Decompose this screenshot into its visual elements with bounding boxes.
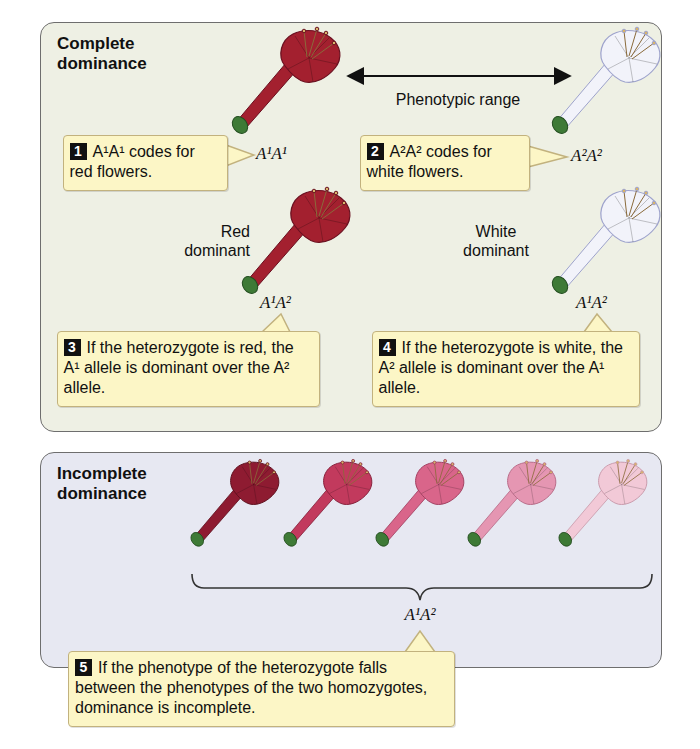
callout-text: If the heterozygote is red, the A¹ allel…	[64, 338, 311, 398]
callout-box: 5If the phenotype of the heterozygote fa…	[68, 651, 455, 727]
genotype-label: A²A²	[571, 147, 602, 166]
flower-shade	[281, 459, 372, 548]
flower-shade	[373, 459, 464, 548]
flower-shade	[556, 459, 647, 548]
callout-box: 3If the heterozygote is red, the A¹ alle…	[57, 331, 320, 407]
callout-number: 3	[64, 339, 81, 356]
white-flower	[549, 27, 660, 136]
callout-pointer	[262, 314, 290, 332]
panel: Complete dominance 1A¹A¹ codes for red fl…	[40, 22, 662, 432]
callout-text: If the phenotype of the heterozygote fal…	[75, 658, 446, 718]
panel: Incomplete dominance	[40, 452, 662, 668]
callout-pointer	[584, 314, 612, 332]
callout-number: 1	[70, 143, 87, 160]
bracket	[192, 574, 652, 600]
red-flower	[239, 187, 350, 296]
callout-number: 4	[379, 339, 396, 356]
callout-box: 4If the heterozygote is white, the A² al…	[372, 331, 640, 407]
callout-text: A²A² codes for white flowers.	[367, 142, 521, 182]
callout-number: 5	[75, 659, 92, 676]
genotype-label: A¹A²	[576, 294, 607, 313]
callout-pointer	[528, 146, 567, 167]
dominance-label: White dominant	[446, 222, 546, 260]
red-flower	[229, 27, 340, 136]
callout-text: A¹A¹ codes for red flowers.	[70, 142, 219, 182]
white-flower	[549, 187, 660, 296]
range-label: Phenotypic range	[370, 90, 546, 109]
callout-pointer	[405, 631, 435, 652]
callout-box: 2A²A² codes for white flowers.	[360, 135, 530, 191]
panel-heading: Complete dominance	[57, 34, 175, 75]
genotype-label: A¹A¹	[256, 145, 287, 164]
callout-text: If the heterozygote is white, the A² all…	[379, 338, 631, 398]
genotype-label: A¹A²	[260, 294, 291, 313]
flower-shade	[188, 459, 279, 548]
panel-heading: Incomplete dominance	[57, 464, 175, 505]
dominance-label: Red dominant	[166, 222, 250, 260]
callout-box: 1A¹A¹ codes for red flowers.	[63, 135, 228, 191]
range-arrow	[348, 75, 570, 77]
genotype-label: A¹A²	[395, 606, 445, 625]
callout-number: 2	[367, 143, 384, 160]
callout-pointer	[226, 145, 254, 166]
flower-shade	[465, 459, 556, 548]
